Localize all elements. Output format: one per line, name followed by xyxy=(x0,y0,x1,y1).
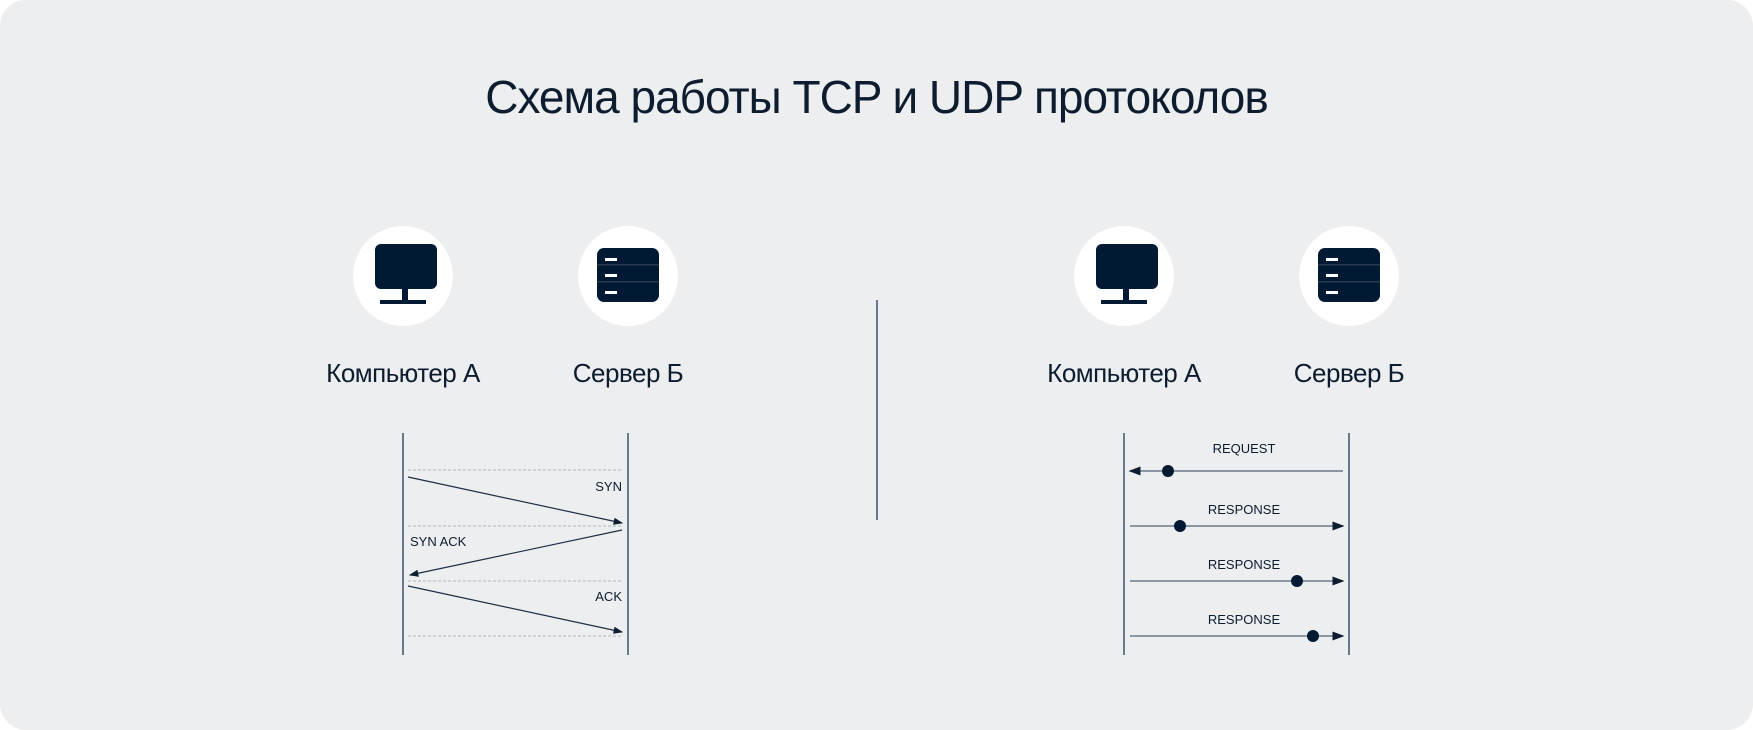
page-title: Схема работы TCP и UDP протоколов xyxy=(485,71,1269,123)
response-label: RESPONSE xyxy=(1208,612,1281,627)
syn-label: SYN xyxy=(595,479,622,494)
response-label: RESPONSE xyxy=(1208,502,1281,517)
divider xyxy=(876,300,878,520)
packet-dot xyxy=(1174,520,1186,532)
packet-dot xyxy=(1291,575,1303,587)
response-label: RESPONSE xyxy=(1208,557,1281,572)
packet-dot xyxy=(1162,465,1174,477)
computer-icon xyxy=(1074,226,1174,326)
udp-server-label: Сервер Б xyxy=(1293,358,1405,388)
server-icon xyxy=(578,226,678,326)
packet-dot xyxy=(1307,630,1319,642)
syn-arrow xyxy=(407,476,624,525)
ack-arrow xyxy=(407,585,624,634)
udp-client-label: Компьютер А xyxy=(1047,358,1201,388)
syn-ack-label: SYN ACK xyxy=(410,534,467,549)
request-label: REQUEST xyxy=(1213,441,1276,456)
syn-ack-arrow xyxy=(408,529,623,577)
tcp-client-label: Компьютер А xyxy=(326,358,480,388)
server-icon xyxy=(1299,226,1399,326)
computer-icon xyxy=(353,226,453,326)
ack-label: ACK xyxy=(595,589,622,604)
tcp-server-label: Сервер Б xyxy=(572,358,684,388)
